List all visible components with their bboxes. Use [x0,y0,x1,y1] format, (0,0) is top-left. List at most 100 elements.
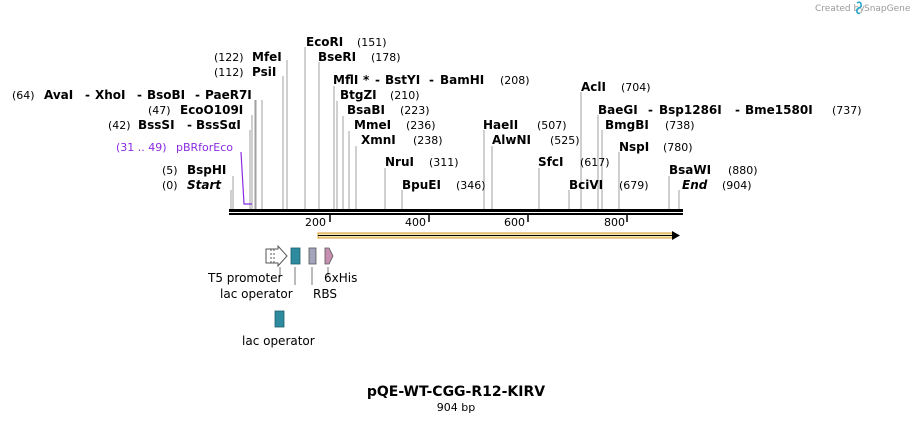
avai-name2: XhoI [95,88,126,102]
bcivi-pos: (679) [619,179,649,192]
primer-pbrforeco[interactable]: (31 .. 49) pBRforEco [116,141,252,205]
tick-800: 800 [604,216,625,229]
site-xmni[interactable]: XmnI (238) [361,133,443,147]
bsssi-pos: (42) [108,119,131,132]
bseri-pos: (178) [371,51,401,64]
nrui-pos: (311) [429,156,459,169]
alwni-pos: (525) [550,134,580,147]
site-ecori[interactable]: EcoRI (151) [306,35,387,49]
site-avai[interactable]: (64) AvaI - XhoI - BsoBI - PaeR7I [12,88,252,102]
site-mfei[interactable]: (122) MfeI [214,50,282,64]
ecoo109i-pos: (47) [148,104,171,117]
site-bpuei[interactable]: BpuEI (346) [402,178,486,192]
site-bsphi[interactable]: (5) BspHI [162,163,226,177]
avai-sep3: - [195,88,200,102]
haeii-name: HaeII [483,118,518,132]
haeii-pos: (507) [537,119,567,132]
site-btgzi[interactable]: BtgZI (210) [340,88,420,102]
site-nrui[interactable]: NruI (311) [385,155,459,169]
ecori-pos: (151) [357,36,387,49]
feature-6xhis[interactable] [324,247,334,265]
mfli-sep2: - [429,73,434,87]
nrui-name: NruI [385,155,414,169]
avai-name: AvaI [44,88,73,102]
btgzi-name: BtgZI [340,88,377,102]
bmgbi-pos: (738) [665,119,695,132]
site-bsabi[interactable]: BsaBI (223) [347,103,430,117]
bsssi-sep: - [187,118,192,132]
ecori-name: EcoRI [306,35,343,49]
nspi-pos: (780) [663,141,693,154]
sfci-pos: (617) [580,156,610,169]
tick-400: 400 [405,216,426,229]
feature-rbs[interactable] [308,247,317,265]
credit-brand: SnapGene [864,4,911,14]
acli-pos: (704) [621,81,651,94]
bsphi-pos: (5) [162,164,178,177]
feature-leaders [279,267,329,285]
mmei-name: MmeI [354,118,391,132]
feature-t5-promoter[interactable] [265,244,288,268]
mfei-pos: (122) [214,51,244,64]
baegi-name3: Bme1580I [745,103,813,117]
acli-name: AclI [581,80,606,94]
site-psii[interactable]: (112) PsiI [214,65,276,79]
site-sfci[interactable]: SfcI (617) [538,155,610,169]
nspi-name: NspI [619,140,649,154]
credit-prefix: Created by [815,4,865,14]
avai-pos: (64) [12,89,35,102]
baegi-pos: (737) [832,104,862,117]
feature-lac-operator-2[interactable] [274,310,285,328]
site-mmei[interactable]: MmeI (236) [354,118,436,132]
label-t5-promoter: T5 promoter [207,271,283,285]
site-mfli[interactable]: MflI * - BstYI - BamHI (208) [333,73,530,87]
bseri-name: BseRI [318,50,356,64]
bsssi-name2: BssSαI [196,118,241,132]
sfci-name: SfcI [538,155,563,169]
orf-arrow[interactable] [317,231,680,240]
snapgene-logo-icon [855,1,863,15]
site-start: (0) Start [162,178,222,192]
site-haeii[interactable]: HaeII (507) [483,118,567,132]
site-nspi[interactable]: NspI (780) [619,140,693,154]
label-rbs: RBS [313,287,337,301]
label-lac-operator-2: lac operator [242,334,315,348]
plasmid-length: 904 bp [437,401,475,414]
mfli-star: * [363,73,370,87]
avai-name4: PaeR7I [205,88,252,102]
baegi-name2: Bsp1286I [659,103,722,117]
xmni-pos: (238) [413,134,443,147]
mfli-name: MflI [333,73,358,87]
bsabi-pos: (223) [400,104,430,117]
bpuei-name: BpuEI [402,178,441,192]
site-bsssi[interactable]: (42) BssSI - BssSαI [108,118,241,132]
xmni-name: XmnI [361,133,396,147]
site-bcivi[interactable]: BciVI (679) [569,178,649,192]
site-bmgbi[interactable]: BmgBI (738) [605,118,695,132]
avai-sep2: - [137,88,142,102]
baegi-sep1: - [648,103,653,117]
site-bseri[interactable]: BseRI (178) [318,50,401,64]
end-label: End [682,178,708,192]
site-baegi[interactable]: BaeGI - Bsp1286I - Bme1580I (737) [598,103,862,117]
site-bsawi[interactable]: BsaWI (880) [669,163,758,177]
plasmid-name: pQE-WT-CGG-R12-KIRV [367,384,545,400]
bsawi-pos: (880) [728,164,758,177]
bcivi-name: BciVI [569,178,603,192]
start-pos: (0) [162,179,178,192]
mmei-pos: (236) [406,119,436,132]
label-6xhis: 6xHis [324,271,357,285]
site-alwni[interactable]: AlwNI (525) [492,133,580,147]
bmgbi-name: BmgBI [605,118,649,132]
mfli-name3: BamHI [440,73,484,87]
bsabi-name: BsaBI [347,103,385,117]
site-ecoo109i[interactable]: (47) EcoO109I [148,103,243,117]
bsphi-name: BspHI [187,163,226,177]
bsawi-name: BsaWI [669,163,711,177]
feature-lac-operator-1[interactable] [290,247,301,265]
baegi-sep2: - [735,103,740,117]
site-end: End (904) [682,178,752,192]
site-acli[interactable]: AclI (704) [581,80,651,94]
label-lac-operator-1: lac operator [220,287,293,301]
